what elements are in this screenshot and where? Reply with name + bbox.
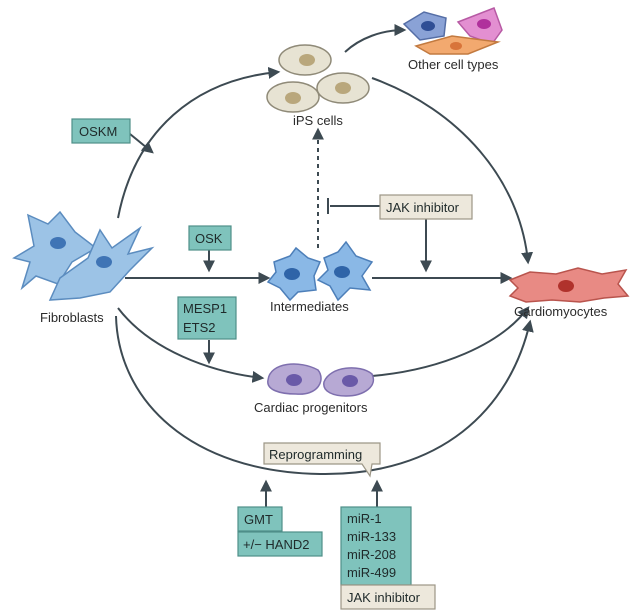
hand2-box: [237, 531, 323, 557]
gmt-label: GMT: [244, 512, 273, 527]
osk-box: [188, 225, 232, 251]
arrow-fibroblast-to-cardiomyocytes-bottom: [115, 315, 534, 476]
cardiac-progenitors-label: Cardiac progenitors: [254, 400, 368, 415]
hand2-label: +/− HAND2: [243, 537, 309, 552]
osk-label: OSK: [195, 231, 223, 246]
gmt-box: [237, 506, 283, 532]
cardiac-progenitor-cells: [267, 363, 375, 397]
mesp1-ets2-box: [177, 296, 237, 340]
arrow-oskm-to-curve: [129, 133, 154, 154]
intermediates-label: Intermediates: [270, 299, 349, 314]
arrow-fibroblast-to-progenitors: [117, 307, 265, 383]
other-cell-types: [402, 7, 503, 55]
oskm-label: OSKM: [79, 124, 117, 139]
arrow-progenitors-to-cardiomyocytes: [371, 306, 530, 377]
jak-inhibitor-box-top: [379, 194, 473, 220]
mir-499-label: miR-499: [347, 565, 396, 580]
arrow-ips-to-other-cells: [344, 24, 407, 53]
ips-cells-label: iPS cells: [293, 113, 343, 128]
jak-inhibitor-box-bottom: [340, 584, 436, 610]
jak-inhibitor-bottom-label: JAK inhibitor: [347, 590, 421, 605]
arrow-fibroblast-to-ips: [117, 66, 281, 219]
ets2-label: ETS2: [183, 320, 216, 335]
cardiomyocytes-label: Cardiomyocytes: [514, 304, 608, 319]
jak-inhibitor-top-label: JAK inhibitor: [386, 200, 460, 215]
mir-208-label: miR-208: [347, 547, 396, 562]
mir-1-label: miR-1: [347, 511, 382, 526]
oskm-box: [71, 118, 131, 144]
reprogramming-callout: [263, 442, 381, 478]
ips-cells: [266, 44, 370, 113]
mesp1-label: MESP1: [183, 301, 227, 316]
arrow-ips-to-cardiomyocytes: [371, 77, 534, 265]
reprogramming-label: Reprogramming: [269, 447, 362, 462]
mir-133-label: miR-133: [347, 529, 396, 544]
mirna-box: [340, 506, 412, 586]
intermediate-cells: [266, 240, 374, 302]
fibroblasts-label: Fibroblasts: [40, 310, 104, 325]
fibroblast-cells: [12, 210, 155, 301]
arrows: [115, 24, 534, 507]
cardiomyocyte-cell: [508, 267, 630, 303]
other-cell-types-label: Other cell types: [408, 57, 499, 72]
